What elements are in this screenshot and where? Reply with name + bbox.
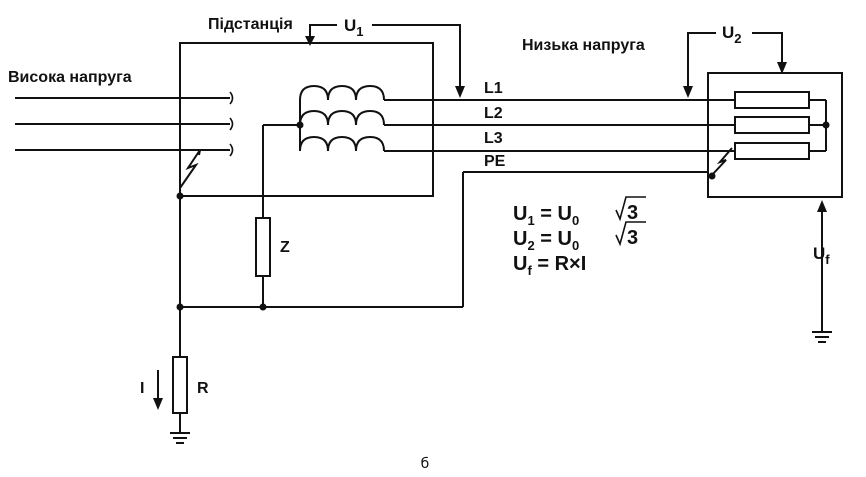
r-label: R (197, 380, 209, 397)
l3-label: L3 (484, 130, 503, 147)
impedance-z (255, 217, 271, 277)
svg-text:U1 = U0: U1 = U0 (513, 203, 579, 228)
svg-text:3: 3 (627, 202, 638, 224)
substation-label: Підстанція (208, 16, 293, 33)
svg-text:U2 = U0: U2 = U0 (513, 228, 579, 253)
substation-box (179, 42, 434, 197)
fault-bolt-consumer (711, 147, 733, 176)
uf-arrow (812, 200, 832, 343)
figure-caption: б (421, 456, 430, 472)
svg-text:3: 3 (627, 227, 638, 249)
u2-label: U2 (722, 23, 742, 46)
consumer-loads (734, 91, 830, 160)
ground-icon (170, 432, 190, 444)
u1-label: U1 (344, 16, 364, 39)
z-label: Z (280, 239, 290, 256)
ground-icon (812, 331, 832, 343)
low-voltage-label: Низька напруга (522, 37, 645, 54)
neutral-to-z (255, 121, 304, 307)
u1-arrow (305, 24, 465, 98)
consumer-box (707, 72, 843, 198)
l2-label: L2 (484, 105, 503, 122)
formula-uf: Uf = R×I (513, 253, 586, 278)
pe-label: PE (484, 153, 506, 170)
svg-text:Uf = R×I: Uf = R×I (513, 253, 586, 278)
resistor-r (172, 356, 188, 414)
formula-u2: U2 = U0 3 (513, 221, 646, 253)
uf-label: Uf (813, 244, 830, 267)
high-voltage-lines (15, 91, 234, 157)
phase-lines (384, 99, 735, 152)
fault-bolt-substation (179, 149, 202, 189)
earth-bus (176, 171, 708, 357)
current-label: I (140, 380, 144, 397)
transformer-coils (299, 84, 385, 152)
formula-u1: U1 = U0 3 (513, 196, 646, 228)
l1-label: L1 (484, 80, 503, 97)
u2-arrow (683, 32, 787, 98)
earth-resistor (170, 356, 190, 444)
high-voltage-label: Висока напруга (8, 69, 132, 86)
current-arrow (153, 370, 163, 410)
